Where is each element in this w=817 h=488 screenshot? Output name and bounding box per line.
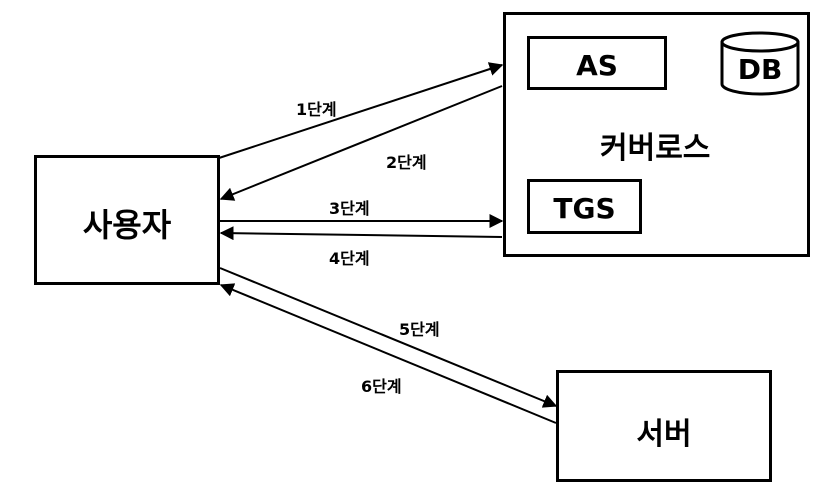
arrow-step-1 [218,62,504,159]
step-5-label: 5단계 [399,320,440,339]
step-2-label: 2단계 [386,153,427,172]
as-label: AS [576,49,618,82]
tgs-label: TGS [553,192,616,225]
as-box: AS [527,36,667,90]
step-3-label: 3단계 [329,199,370,218]
database-icon [720,31,800,96]
arrow-step-2 [219,85,503,201]
user-box: 사용자 [34,155,220,285]
db-label: DB [737,53,783,86]
step-1-label: 1단계 [296,100,337,119]
arrow-step-4 [219,226,503,241]
step-4-label: 4단계 [329,249,370,268]
arrow-step-6 [219,283,557,424]
server-box: 서버 [556,370,772,482]
server-label: 서버 [636,417,692,452]
user-label: 사용자 [82,206,172,244]
step-6-label: 6단계 [361,377,402,396]
tgs-box: TGS [527,179,642,234]
kerberos-label: 커버로스 [600,131,711,166]
arrow-step-5 [219,267,558,408]
